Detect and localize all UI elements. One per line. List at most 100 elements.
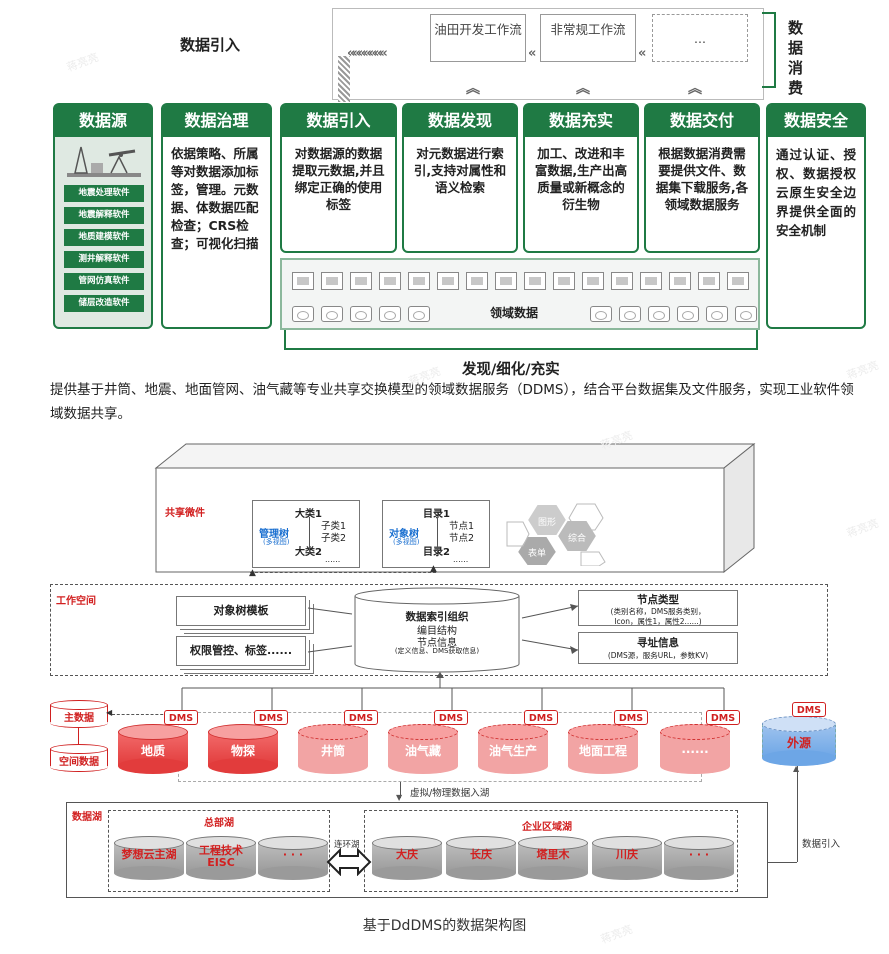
pillar-title: 数据安全 xyxy=(768,105,864,137)
watermark: 蒋亮亮 xyxy=(844,516,881,541)
domain-cylinder-icon xyxy=(379,306,401,322)
domain-cylinder: 井筒 xyxy=(298,724,368,774)
lake-label: · · · xyxy=(688,848,710,861)
flow-box-unconventional: 非常规工作流 xyxy=(540,14,636,62)
tree-subcategory: 子类2 xyxy=(321,533,347,544)
pillar-title: 数据交付 xyxy=(646,105,758,137)
pillar-text: 对数据源的数据提取元数据,并且绑定正确的使用标签 xyxy=(292,146,385,212)
source-item: 地震处理软件 xyxy=(64,185,144,202)
dms-badge: DMS xyxy=(524,710,558,725)
lake-cylinder: 塔里木 xyxy=(518,836,588,880)
domain-cell-icon xyxy=(553,272,575,290)
domain-cell-icon xyxy=(292,272,314,290)
domain-cell-icon xyxy=(321,272,343,290)
lake-cylinder: 长庆 xyxy=(446,836,516,880)
domain-cell-icon xyxy=(698,272,720,290)
domain-cylinder-icon xyxy=(292,306,314,322)
tree-subcategory: 子类1 xyxy=(321,521,347,532)
enterprise-lake-frame xyxy=(364,810,738,892)
domain-label: 油气藏 xyxy=(404,744,441,758)
pillar-title: 数据引入 xyxy=(282,105,395,137)
domain-cell-icon xyxy=(669,272,691,290)
pillar-text: 根据数据消费需要提供文件、数据集下载服务,各领域数据服务 xyxy=(655,146,749,212)
bottom-bracket xyxy=(284,330,758,350)
arrow-down-icon: ▼ xyxy=(396,793,403,802)
lake-cylinder: · · · xyxy=(664,836,734,880)
lake-label: 工程技术 EISC xyxy=(199,844,243,869)
label-discover-refine: 发现/细化/充实 xyxy=(462,362,560,378)
master-data-label: 主数据 xyxy=(64,713,94,724)
index-line: 节点信息 xyxy=(417,638,457,649)
pillar-governance: 数据治理 依据策略、所属等对数据添加标签，管理。元数据、体数据匹配检查；CRS检… xyxy=(161,103,272,329)
domain-cell-icon xyxy=(727,272,749,290)
description-paragraph: 提供基于井筒、地震、地面管网、油气藏等专业共享交换模型的领域数据服务（DDMS）… xyxy=(50,382,854,422)
object-tree-card: 对象树 (多视图) 目录1 节点1 节点2 目录2 ...... xyxy=(382,500,490,568)
index-title: 数据索引组织 xyxy=(405,611,469,623)
connector-line xyxy=(797,766,798,862)
arrow-left-icon: ◀ xyxy=(106,708,113,717)
domain-cell-icon xyxy=(524,272,546,290)
lake-label: 梦想云主湖 xyxy=(121,848,177,861)
domain-cylinder: 地质 xyxy=(118,724,188,774)
pillar-text: 对元数据进行索引,支持对属性和语义检索 xyxy=(413,146,507,195)
address-info-title: 寻址信息 xyxy=(637,637,679,649)
pillar-text: 通过认证、授权、数据授权云原生安全边界提供全面的安全机制 xyxy=(776,147,856,238)
domain-cylinder-icon xyxy=(706,306,728,322)
data-lake-frame xyxy=(66,802,768,898)
pillar-title: 数据发现 xyxy=(404,105,516,137)
domain-cylinder: 油气藏 xyxy=(388,724,458,774)
dms-badge: DMS xyxy=(792,702,826,717)
pillar-deliver: 数据交付 根据数据消费需要提供文件、数据集下载服务,各领域数据服务 xyxy=(644,103,760,253)
lake-cylinder: 梦想云主湖 xyxy=(114,836,184,880)
hex-label-form: 表单 xyxy=(528,549,547,559)
dms-badge: DMS xyxy=(434,710,468,725)
hex-label-combined: 综合 xyxy=(568,534,587,544)
tree-directory: 目录1 xyxy=(423,509,450,520)
label-data-ingest-top: 数据引入 xyxy=(180,36,241,54)
oil-rig-icon xyxy=(67,146,141,177)
domain-label: 油气生产 xyxy=(488,744,537,758)
arrow-up-icon: ▲ xyxy=(793,764,800,773)
double-arrow-icon xyxy=(326,848,372,876)
domain-data-panel: 领域数据 xyxy=(280,258,760,330)
ingest-label: 数据引入 xyxy=(802,839,841,850)
chevron-left-icon: ««««««« xyxy=(347,46,388,61)
tree-category: 大类2 xyxy=(295,547,322,558)
address-info-line: (DMS源，服务URL，参数KV) xyxy=(607,651,709,660)
hex-label-graphic: 图形 xyxy=(538,518,557,528)
chevron-up-icon: ︽ xyxy=(688,81,702,97)
connector-line xyxy=(78,728,79,744)
node-type-line: Icon，属性1，属性2......) xyxy=(614,617,702,626)
lake-cylinder: · · · xyxy=(258,836,328,880)
address-info-card: 寻址信息 (DMS源，服务URL，参数KV) xyxy=(578,632,738,664)
arrow-down-shaft xyxy=(338,56,350,102)
object-tree-template-card: 对象树模板 xyxy=(176,596,306,626)
node-type-card: 节点类型 (类别名称，DMS服务类别， Icon，属性1，属性2......) xyxy=(578,590,738,626)
domain-cylinder-icon xyxy=(590,306,612,322)
consume-bracket xyxy=(762,12,776,88)
dms-badge: DMS xyxy=(164,710,198,725)
domain-label: 物探 xyxy=(230,744,255,758)
lake-label: 长庆 xyxy=(470,848,492,861)
workspace-title: 工作空间 xyxy=(56,596,96,607)
spatial-data-label: 空间数据 xyxy=(59,757,99,768)
source-item: 地质建模软件 xyxy=(64,229,144,246)
hq-lake-frame xyxy=(108,810,330,892)
source-item: 测井解释软件 xyxy=(64,251,144,268)
domain-cylinder-icon xyxy=(735,306,757,322)
domain-cell-icon xyxy=(495,272,517,290)
chevron-left-icon: « xyxy=(638,46,647,61)
arrow-up-icon: ▲ xyxy=(430,564,437,574)
management-tree-card: 管理树 (多视图) 大类1 子类1 子类2 大类2 ...... xyxy=(252,500,360,568)
flow-box-oilfield: 油田开发工作流 xyxy=(430,14,526,62)
domain-cylinder-icon xyxy=(648,306,670,322)
domain-cylinder: 油气生产 xyxy=(478,724,548,774)
chevron-up-icon: ︽ xyxy=(576,81,590,97)
connector-line xyxy=(112,714,168,715)
tree-node: 节点2 xyxy=(449,533,475,544)
domain-cell-icon xyxy=(379,272,401,290)
index-line: 编目结构 xyxy=(417,626,457,637)
chevron-left-icon: « xyxy=(528,46,537,61)
domain-cell-icon xyxy=(437,272,459,290)
domain-label: 地面工程 xyxy=(578,744,627,758)
